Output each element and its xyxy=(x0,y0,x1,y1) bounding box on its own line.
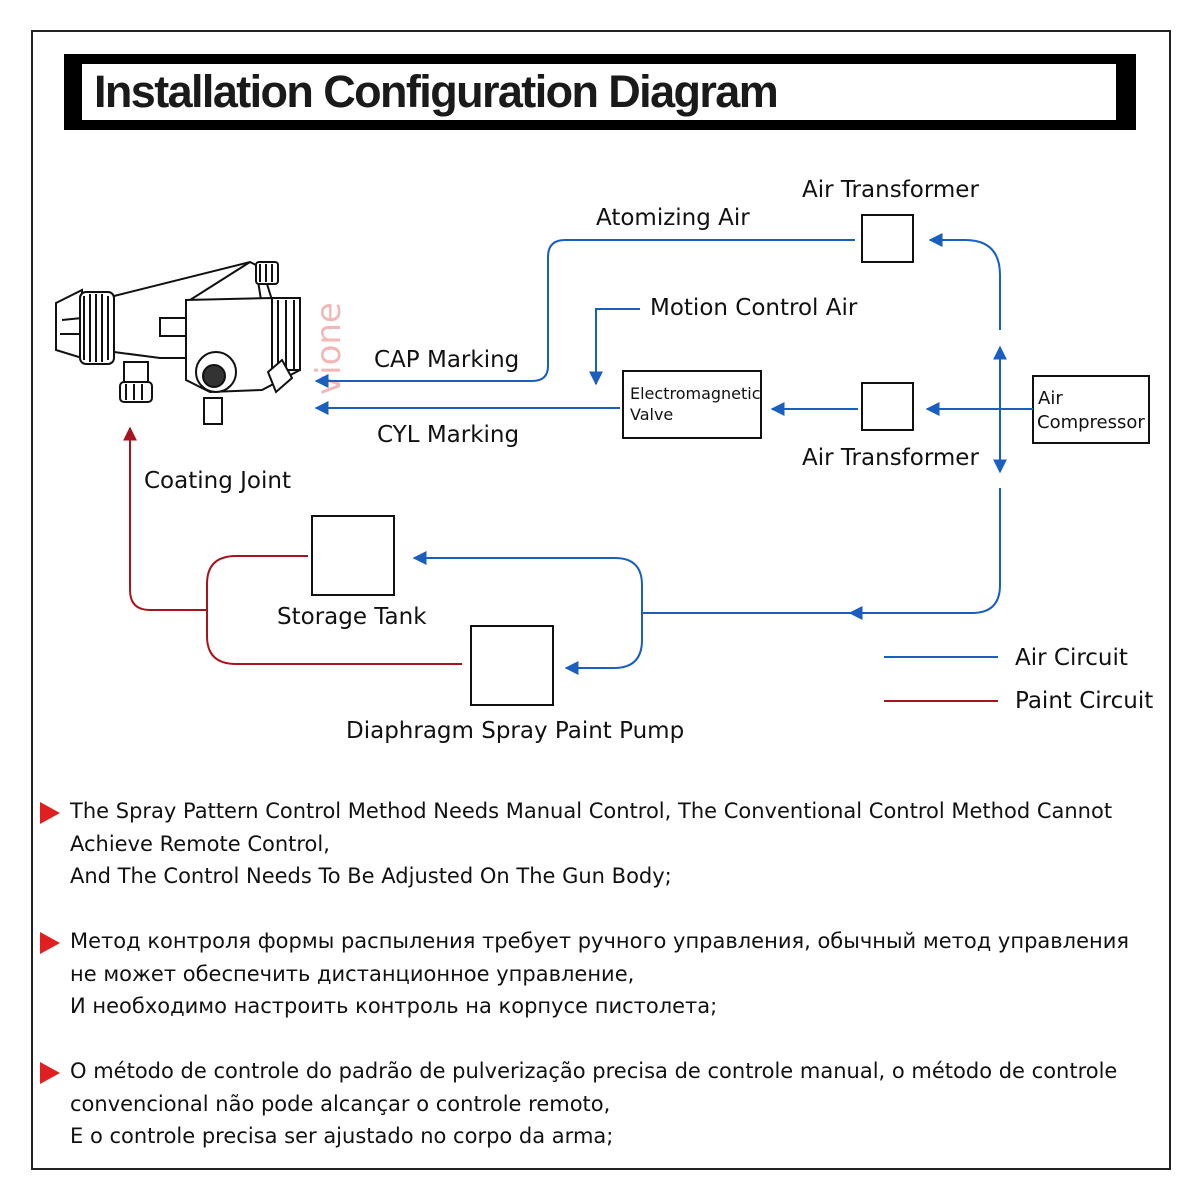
cap-marking-label: CAP Marking xyxy=(374,347,519,373)
page-title: Installation Configuration Diagram xyxy=(94,66,779,117)
legend-air-label: Air Circuit xyxy=(1015,645,1128,671)
atomizing-air-label: Atomizing Air xyxy=(596,205,750,231)
note-line: convencional não pode alcançar o control… xyxy=(70,1091,611,1116)
legend-paint-label: Paint Circuit xyxy=(1015,688,1153,714)
note-line: E o controle precisa ser ajustado no cor… xyxy=(70,1124,614,1148)
red-bullet-icon xyxy=(40,1062,60,1084)
note-line: не может обеспечить дистанционное управл… xyxy=(70,961,635,986)
air-transformer-top-box xyxy=(861,214,914,263)
red-bullet-icon xyxy=(40,802,60,824)
outer-frame xyxy=(31,30,1171,1170)
note-line: The Spray Pattern Control Method Needs M… xyxy=(70,799,1113,823)
vertical-supply-bottom-line xyxy=(848,488,1001,620)
diaphragm-pump-box xyxy=(470,625,554,706)
paint-circuit-lines xyxy=(123,426,462,665)
electromagnetic-valve-label-line2: Valve xyxy=(630,405,673,424)
cyl-marking-label: CYL Marking xyxy=(377,422,519,448)
note-line: И необходимо настроить контроль на корпу… xyxy=(70,994,718,1018)
note-portuguese: O método de controle do padrão de pulver… xyxy=(40,1055,1160,1153)
note-line: Achieve Remote Control, xyxy=(70,831,330,856)
note-english: The Spray Pattern Control Method Needs M… xyxy=(40,795,1160,893)
title-banner: Installation Configuration Diagram xyxy=(64,54,1136,130)
vertical-supply-top-line xyxy=(928,233,1001,330)
spray-gun-icon xyxy=(55,260,301,425)
air-transformer-bottom-label: Air Transformer xyxy=(802,445,979,471)
atomizing-air-line xyxy=(314,239,855,388)
storage-tank-box xyxy=(311,515,395,596)
coating-joint-feed-line xyxy=(123,426,207,611)
air-transformer-bottom-box xyxy=(861,382,914,431)
note-line: Метод контроля формы распыления требует … xyxy=(70,929,1130,953)
motion-control-air-label: Motion Control Air xyxy=(650,295,858,321)
coating-joint-label: Coating Joint xyxy=(144,468,291,494)
note-line: And The Control Needs To Be Adjusted On … xyxy=(70,864,672,888)
air-compressor-label-line1: Air xyxy=(1038,388,1063,409)
note-line: O método de controle do padrão de pulver… xyxy=(70,1059,1118,1083)
installation-diagram: vione Air Transformer Atomizing Air Moti… xyxy=(55,177,1153,744)
air-transformer-top-label: Air Transformer xyxy=(802,177,979,203)
pump-air-return-line xyxy=(412,551,860,614)
title-inner: Installation Configuration Diagram xyxy=(82,64,1116,120)
air-compressor-box xyxy=(1032,375,1150,444)
pump-air-feed-line xyxy=(564,613,643,675)
motion-control-air-line xyxy=(589,308,640,386)
air-circuit-lines xyxy=(314,233,1033,675)
electromagnetic-valve-box xyxy=(622,370,762,439)
diaphragm-pump-label: Diaphragm Spray Paint Pump xyxy=(346,718,684,744)
storage-tank-label: Storage Tank xyxy=(277,604,427,630)
air-compressor-label-line2: Compressor xyxy=(1037,412,1145,433)
note-russian: Метод контроля формы распыления требует … xyxy=(40,925,1160,1023)
electromagnetic-valve-label-line1: Electromagnetic xyxy=(630,384,761,403)
red-bullet-icon xyxy=(40,932,60,954)
